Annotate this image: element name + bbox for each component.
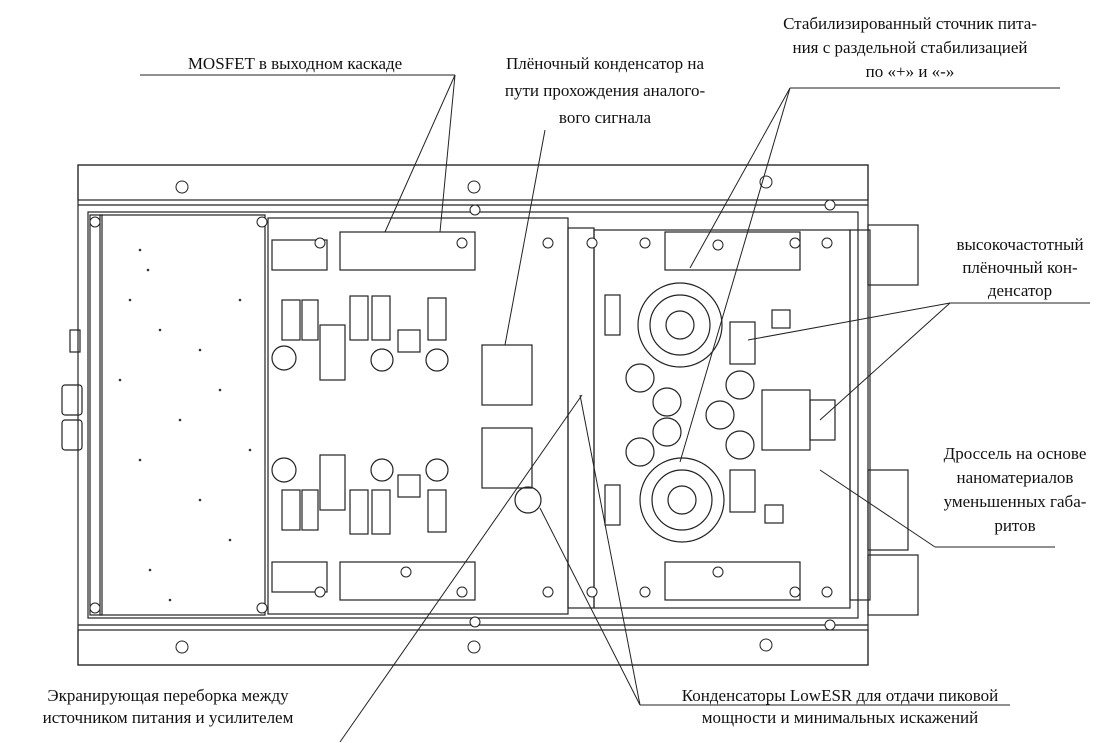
label-film-capacitor-line-3: вого сигнала <box>558 108 652 127</box>
amp-board <box>267 217 569 615</box>
label-power-supply-line-2: ния с раздельной стабилизацией <box>792 38 1028 57</box>
label-power-supply: Стабилизированный сточник пита- ния с ра… <box>760 14 1060 82</box>
chassis-top-rail <box>77 164 869 201</box>
right-cable-gland <box>867 469 909 551</box>
label-lowesr-line-2: мощности и минимальных искажений <box>701 708 979 727</box>
label-hf-capacitor: высокочастотный плёночный кон- денсатор <box>935 235 1105 301</box>
label-shield-line-2: источником питания и усилителем <box>42 708 294 727</box>
label-film-capacitor-line-1: Плёночный конденсатор на <box>505 54 705 73</box>
right-bracket-top <box>867 224 919 286</box>
film-cap-2 <box>481 427 533 489</box>
label-power-supply-line-3: по «+» и «-» <box>865 62 955 81</box>
label-choke-line-1: Дроссель на основе <box>943 444 1087 463</box>
chassis-outer <box>77 164 869 666</box>
left-panel <box>99 214 266 616</box>
label-shield: Экранирующая переборка между источником … <box>8 686 328 728</box>
label-power-supply-line-1: Стабилизированный сточник пита- <box>783 14 1037 33</box>
label-film-capacitor-line-2: пути прохождения аналого- <box>504 81 706 100</box>
label-choke-line-2: наноматериалов <box>956 468 1074 487</box>
inner-frame <box>87 211 859 619</box>
label-choke-line-4: ритов <box>994 516 1036 535</box>
lowesr-cap <box>625 363 655 393</box>
toroid-bottom <box>639 457 725 543</box>
label-mosfet-line-1: MOSFET в выходном каскаде <box>187 54 403 73</box>
film-cap-1 <box>481 344 533 406</box>
choke <box>761 389 811 451</box>
mosfet-bar-bottom <box>339 561 476 601</box>
rear-jack-2 <box>61 419 83 451</box>
label-mosfet: MOSFET в выходном каскаде <box>145 54 445 74</box>
psu-board <box>593 229 851 609</box>
label-hf-capacitor-line-1: высокочастотный <box>956 235 1084 254</box>
hf-cap-2 <box>729 469 756 513</box>
rear-jack-1 <box>61 384 83 416</box>
label-hf-capacitor-line-2: плёночный кон- <box>962 258 1078 277</box>
label-choke-line-3: уменьшенных габа- <box>943 492 1087 511</box>
toroid-top <box>637 282 723 368</box>
hf-cap-1 <box>729 321 756 365</box>
shield-partition <box>567 227 595 609</box>
label-hf-capacitor-line-3: денсатор <box>987 281 1053 300</box>
label-lowesr-line-1: Конденсаторы LowESR для отдачи пиковой <box>681 686 999 705</box>
mosfet-bar-top <box>339 231 476 271</box>
label-shield-line-1: Экранирующая переборка между <box>47 686 289 705</box>
label-lowesr: Конденсаторы LowESR для отдачи пиковой м… <box>655 686 1025 728</box>
label-film-capacitor: Плёночный конденсатор на пути прохождени… <box>455 54 755 128</box>
label-choke: Дроссель на основе наноматериалов уменьш… <box>925 444 1105 536</box>
chassis-bottom-rail <box>77 629 869 666</box>
right-bracket-bottom <box>867 554 919 616</box>
